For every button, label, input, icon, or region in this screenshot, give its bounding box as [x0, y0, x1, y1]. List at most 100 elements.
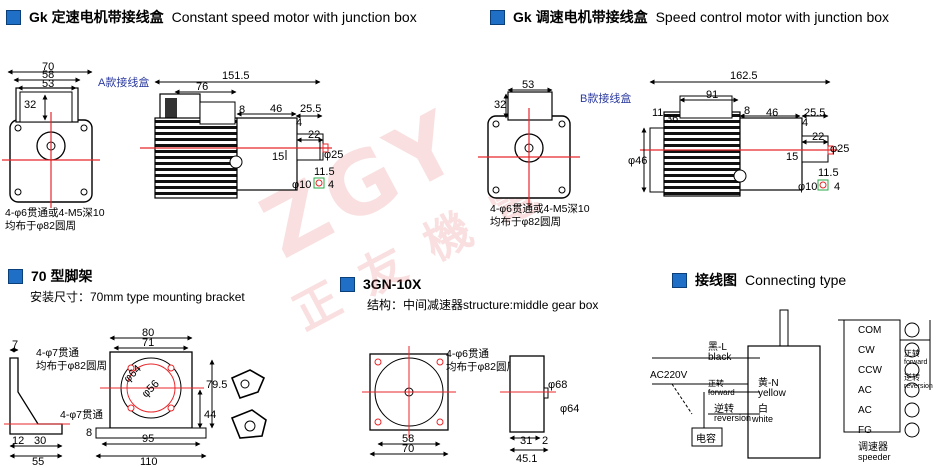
bracket-note-1: 4-φ7贯通 — [36, 347, 79, 359]
header-constant-en: Constant speed motor with junction box — [171, 9, 417, 25]
terminal-label: CW — [858, 345, 875, 356]
dim-text: 45.1 — [516, 453, 537, 465]
wire-fwd-en: forward — [708, 388, 735, 397]
constant-motor-side: 151.5 76 8 46 25.5 4 22 15 φ25 11.5 φ10 … — [140, 70, 343, 199]
wiring-diagram: 黑-L black AC220V 正转 forward 黄-N yellow 逆… — [650, 309, 933, 462]
terminal-label: AC — [858, 405, 872, 416]
dim-text: 25.5 — [804, 107, 825, 119]
dim-text: 12 — [12, 435, 24, 447]
dim-text: φ64 — [560, 403, 579, 415]
dim-text: 2 — [542, 435, 548, 447]
speeder-cn: 调速器 — [858, 441, 888, 453]
dim-text: 8 — [86, 427, 92, 439]
mount-note-2: 均布于φ82圆周 — [490, 216, 561, 228]
dim-text: 91 — [706, 89, 718, 101]
gearbox-side-view: 31 2 45.1 φ68 φ64 — [500, 355, 579, 465]
terminal-rev-en: reversion — [904, 383, 933, 390]
dim-text: 11.5 — [818, 167, 839, 179]
dim-text: 15 — [272, 151, 284, 163]
wire-white-en: white — [751, 414, 773, 424]
dim-text: 32 — [24, 99, 36, 111]
speed-motor-side: 162.5 91 11 36 8 46 25.5 4 22 15 φ25 φ46… — [628, 70, 849, 197]
dim-text: φ25 — [324, 149, 343, 161]
gearbox-front-view: 58 70 — [362, 346, 456, 457]
dim-text: 4 — [834, 181, 840, 193]
mount-note-2: 均布于φ82圆周 — [5, 220, 76, 232]
wire-fwd-cn: 正转 — [708, 378, 724, 388]
dim-text: φ68 — [548, 379, 567, 391]
dim-text: 46 — [270, 103, 282, 115]
dim-text: 31 — [520, 435, 532, 447]
speed-motor-front: 53 32 — [478, 79, 580, 206]
box-label-b: B款接线盒 — [580, 91, 631, 105]
gearbox-note-2: 均布于φ82圆周 — [446, 361, 517, 373]
dim-text: 76 — [196, 81, 208, 93]
terminal-label: COM — [858, 325, 881, 336]
dim-text: 8 — [239, 104, 245, 116]
terminal-label: AC — [858, 385, 872, 396]
wire-black-en: black — [708, 352, 732, 363]
terminal-rev-cn: 逆转 — [904, 372, 920, 382]
header-speed-control: Gk 调速电机带接线盒 Speed control motor with jun… — [490, 7, 889, 27]
header-gearbox: 3GN-10X — [340, 276, 421, 292]
dim-text: 110 — [140, 456, 158, 467]
dim-text: 4 — [296, 117, 302, 129]
section-bullet-icon — [490, 9, 505, 25]
box-label-a: A款接线盒 — [98, 75, 149, 89]
capacitor-label: 电容 — [696, 432, 716, 445]
speeder-en: speeder — [858, 452, 891, 462]
header-constant-speed: Gk 定速电机带接线盒 Constant speed motor with ju… — [6, 7, 417, 27]
terminal-label: FG — [858, 425, 872, 436]
dim-text: 162.5 — [730, 70, 758, 82]
dim-text: 8 — [744, 105, 750, 117]
dim-text: 55 — [32, 456, 44, 467]
dim-text: 79.5 — [206, 379, 227, 391]
dim-text: 71 — [142, 337, 154, 349]
dim-text: 70 — [402, 443, 414, 455]
dim-text: 95 — [142, 433, 154, 445]
bracket-side-view: 7 12 30 55 — [4, 339, 70, 467]
dim-text: φ10 — [798, 181, 817, 193]
dim-text: 30 — [34, 435, 46, 447]
header-speed-en: Speed control motor with junction box — [655, 9, 890, 25]
wire-yellow-en: yellow — [758, 388, 787, 399]
section-bullet-icon — [8, 268, 23, 284]
terminal-fwd-en: forward — [904, 359, 927, 366]
dim-text: 58 — [42, 69, 54, 81]
header-gearbox-cn: 3GN-10X — [363, 276, 422, 292]
mount-note-1: 4-φ6贯通或4-M5深10 — [5, 207, 105, 219]
bracket-note-2: 均布于φ82圆周 — [36, 360, 107, 372]
dim-text: 4 — [802, 117, 808, 129]
dim-text: 80 — [142, 327, 154, 339]
bracket-note-3: 4-φ7贯通 — [60, 409, 103, 421]
bracket-front-view: 80 71 8 φ64 φ56 79.5 44 95 110 — [86, 327, 227, 467]
section-bullet-icon — [672, 272, 687, 288]
wire-black-cn: 黑-L — [708, 341, 727, 353]
wire-rev-en: reversion — [714, 413, 751, 423]
mount-note-1: 4-φ6贯通或4-M5深10 — [490, 203, 590, 215]
terminal-label: CCW — [858, 365, 882, 376]
wire-rev-cn: 逆转 — [714, 402, 734, 415]
dim-text: 46 — [766, 107, 778, 119]
header-wiring-cn: 接线图 — [695, 272, 737, 288]
bracket-iso-sketch — [230, 369, 267, 439]
subtitle-bracket: 安装尺寸：70mm type mounting bracket — [30, 290, 245, 304]
dim-text: 11 — [652, 107, 663, 119]
dim-text: 53 — [42, 78, 54, 90]
dim-text: φ25 — [830, 143, 849, 155]
dim-text: 32 — [494, 99, 506, 111]
dim-text: 44 — [204, 409, 216, 421]
constant-motor-front: 70 58 53 32 — [2, 61, 100, 208]
terminal-fwd-cn: 正转 — [904, 348, 920, 358]
section-bullet-icon — [6, 9, 21, 25]
dim-text: φ10 — [292, 179, 311, 191]
dim-text: 22 — [812, 131, 824, 143]
dim-text: 25.5 — [300, 103, 321, 115]
subtitle-gearbox: 结构：中间减速器structure:middle gear box — [367, 298, 599, 312]
section-bullet-icon — [340, 276, 355, 292]
dim-text: 22 — [308, 129, 320, 141]
header-bracket-cn: 70 型脚架 — [31, 268, 93, 284]
dim-text: 11.5 — [314, 166, 335, 178]
dim-text: 36 — [666, 113, 678, 125]
